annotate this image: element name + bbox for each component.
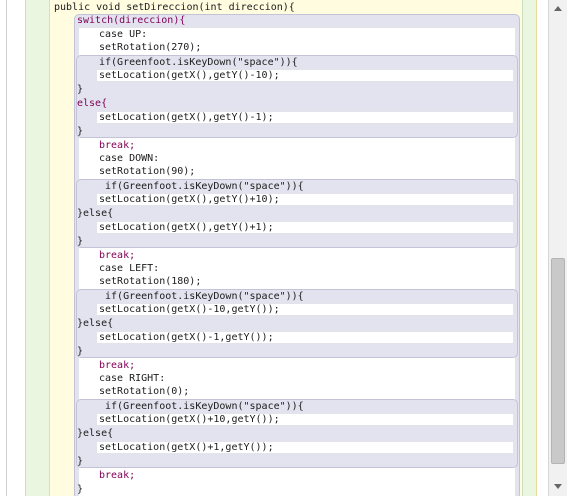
editor-gutter xyxy=(0,0,7,496)
code-line-location-up-fast[interactable]: setLocation(getX(),getY()-10); xyxy=(99,70,280,81)
code-line-case-left[interactable]: case LEFT: xyxy=(99,263,160,274)
arrow-up-icon xyxy=(554,6,562,11)
code-line-else-down[interactable]: }else{ xyxy=(77,208,114,219)
if-else-block-left xyxy=(76,289,518,358)
if-else-block-up xyxy=(76,55,518,138)
else-body-left xyxy=(96,331,514,344)
scrollbar-thumb[interactable] xyxy=(551,258,565,464)
code-line-if-right[interactable]: if(Greenfoot.isKeyDown("space")){ xyxy=(99,401,304,412)
code-line-else-left[interactable]: }else{ xyxy=(77,318,114,329)
code-line-location-down-fast[interactable]: setLocation(getX(),getY()+10); xyxy=(99,194,280,205)
if-body-right xyxy=(96,413,514,426)
if-body-up xyxy=(96,69,514,82)
code-line-case-down[interactable]: case DOWN: xyxy=(99,153,160,164)
class-scope-stripe xyxy=(25,0,50,496)
vertical-scrollbar[interactable] xyxy=(548,0,567,496)
if-body-down xyxy=(96,193,514,206)
code-line-rotation-180[interactable]: setRotation(180); xyxy=(99,276,202,287)
class-scope-stripe-right xyxy=(522,0,536,496)
code-line-rotation-270[interactable]: setRotation(270); xyxy=(99,42,202,53)
code-line-switch[interactable]: switch(direccion){ xyxy=(77,15,186,26)
code-line-else-right[interactable]: }else{ xyxy=(77,428,114,439)
code-line-location-left-slow[interactable]: setLocation(getX()-1,getY()); xyxy=(99,332,274,343)
code-line-location-right-fast[interactable]: setLocation(getX()+10,getY()); xyxy=(99,414,280,425)
if-else-block-right xyxy=(76,399,518,468)
code-line-if-up[interactable]: if(Greenfoot.isKeyDown("space")){ xyxy=(99,57,298,68)
code-line-else-up[interactable]: else{ xyxy=(77,98,108,109)
code-line-close-if-up[interactable]: } xyxy=(77,84,84,95)
else-body-down xyxy=(96,221,514,234)
code-line-close-else-down[interactable]: } xyxy=(77,236,84,247)
code-line-case-right[interactable]: case RIGHT: xyxy=(99,373,166,384)
code-line-close-else-left[interactable]: } xyxy=(77,346,84,357)
code-line-location-left-fast[interactable]: setLocation(getX()-10,getY()); xyxy=(99,304,280,315)
else-body-up xyxy=(96,111,514,124)
code-line-case-up[interactable]: case UP: xyxy=(99,29,148,40)
else-body-right xyxy=(96,441,514,454)
if-body-left xyxy=(96,303,514,316)
code-line-break-down[interactable]: break; xyxy=(99,250,136,261)
code-line-if-left[interactable]: if(Greenfoot.isKeyDown("space")){ xyxy=(99,291,304,302)
code-line-rotation-0[interactable]: setRotation(0); xyxy=(99,386,190,397)
code-line-break-left[interactable]: break; xyxy=(99,360,136,371)
scroll-up-button[interactable] xyxy=(551,2,565,16)
code-line-break-right[interactable]: break; xyxy=(99,470,136,481)
code-line-close-switch[interactable]: } xyxy=(77,484,84,495)
code-line-close-else-right[interactable]: } xyxy=(77,456,84,467)
method-signature[interactable]: public void setDireccion(int direccion){ xyxy=(54,2,295,13)
code-line-location-down-slow[interactable]: setLocation(getX(),getY()+1); xyxy=(99,222,274,233)
if-else-block-down xyxy=(76,179,518,248)
code-line-rotation-90[interactable]: setRotation(90); xyxy=(99,166,196,177)
code-line-close-else-up[interactable]: } xyxy=(77,126,84,137)
arrow-down-icon xyxy=(554,484,562,489)
code-line-if-down[interactable]: if(Greenfoot.isKeyDown("space")){ xyxy=(99,181,304,192)
code-line-break-up[interactable]: break; xyxy=(99,140,136,151)
code-line-location-up-slow[interactable]: setLocation(getX(),getY()-1); xyxy=(99,112,274,123)
code-line-location-right-slow[interactable]: setLocation(getX()+1,getY()); xyxy=(99,442,274,453)
scroll-down-button[interactable] xyxy=(551,480,565,494)
